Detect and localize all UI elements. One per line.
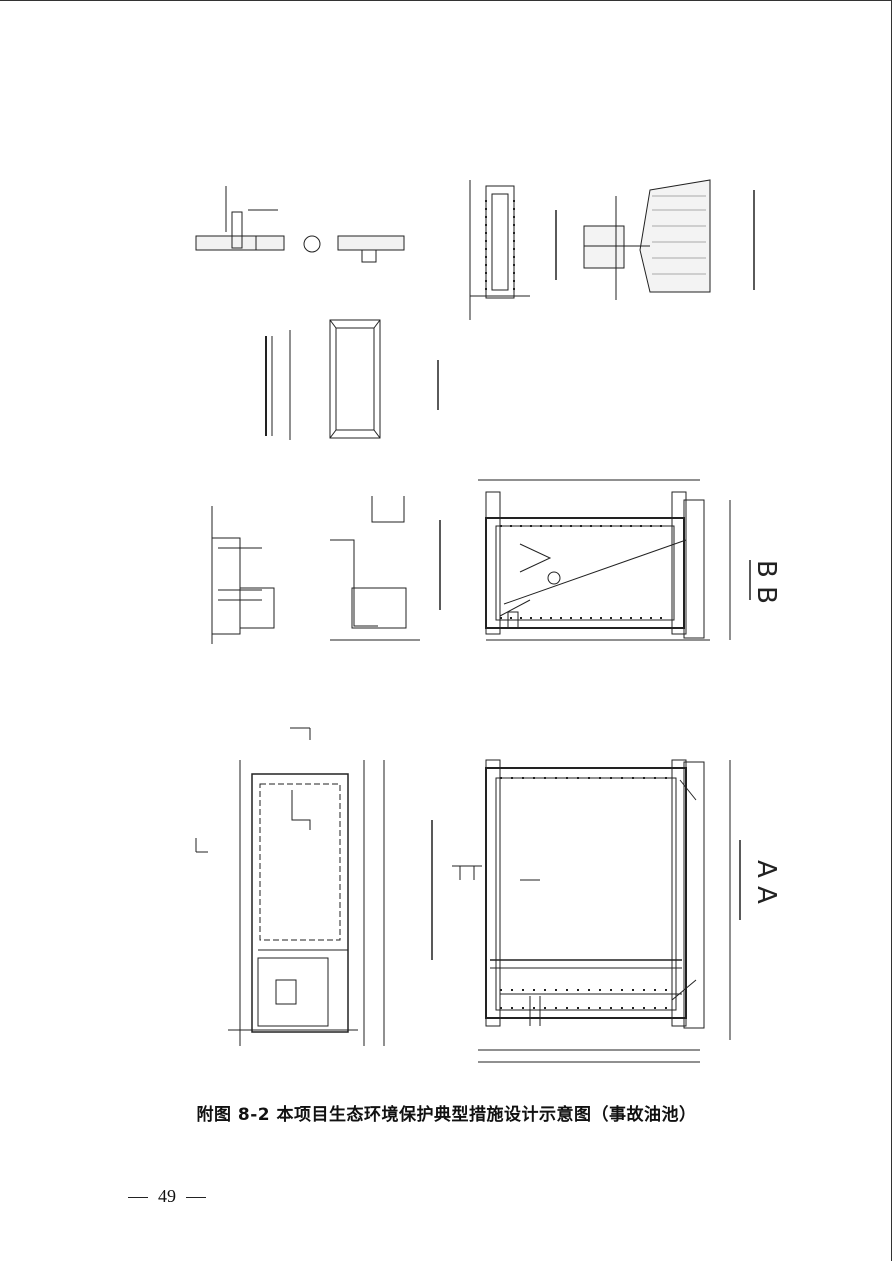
detail-cover-plate <box>265 319 439 440</box>
dash-left <box>128 1197 148 1199</box>
plan-view <box>195 727 433 1046</box>
detail-water-stop <box>195 186 405 263</box>
detail-foundation-section <box>469 180 557 320</box>
page-number-row: 49 <box>118 1186 216 1207</box>
label-section-b: B B <box>751 560 781 604</box>
dash-right <box>186 1197 206 1199</box>
detail-pipe-plan <box>211 496 441 644</box>
detail-embankment <box>583 179 755 300</box>
section-a-a <box>452 759 741 1063</box>
label-section-a: A A <box>751 860 781 904</box>
section-b-b <box>478 479 751 641</box>
figure-caption: 附图 8-2 本项目生态环境保护典型措施设计示意图（事故油池） <box>196 1105 697 1125</box>
page-number: 49 <box>158 1186 176 1206</box>
